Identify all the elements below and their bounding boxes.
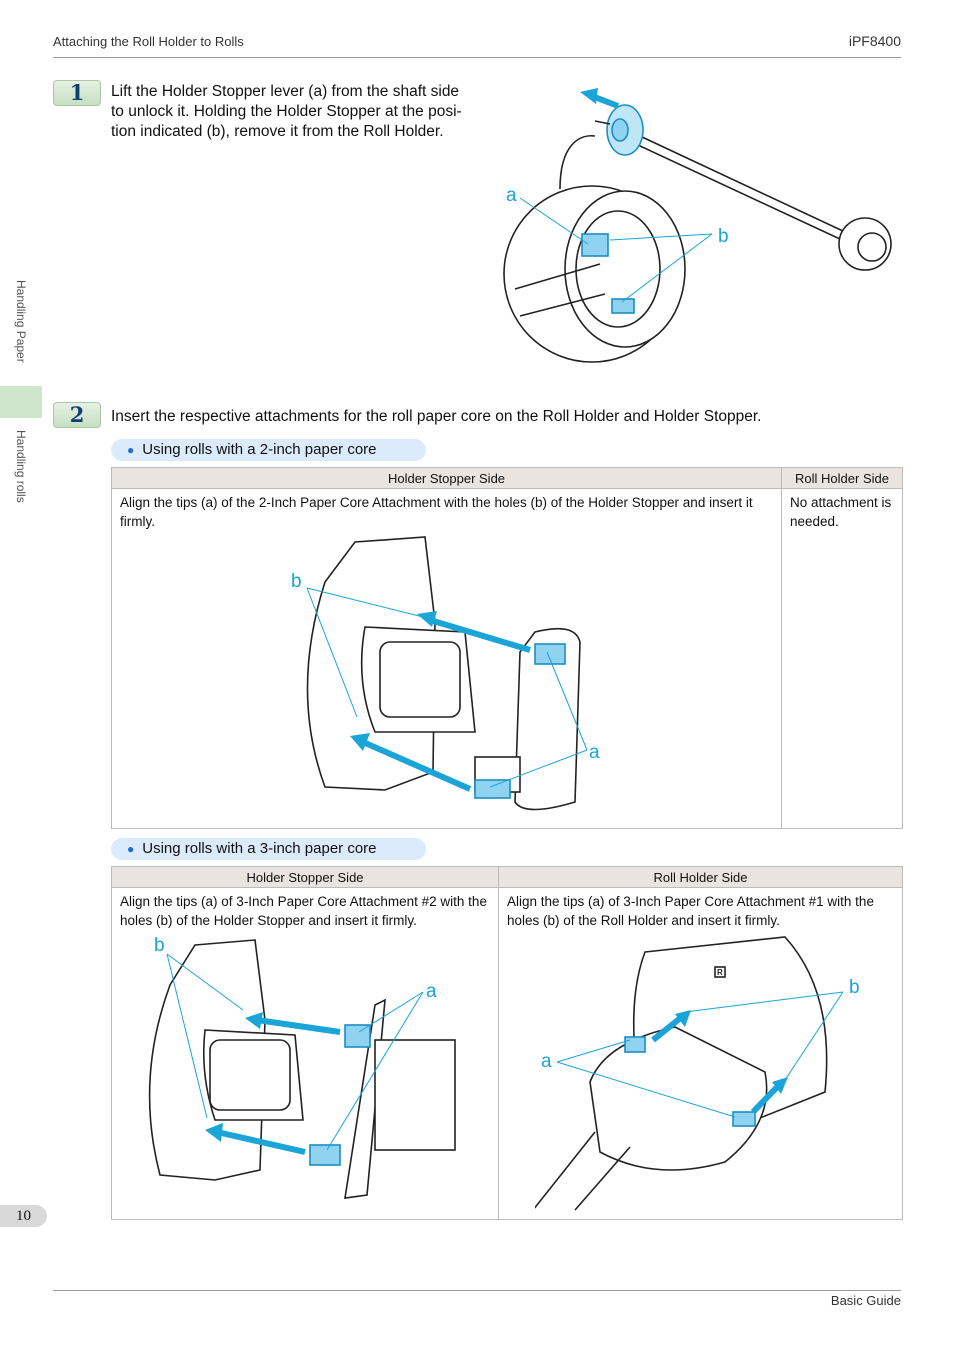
running-header-section: Attaching the Roll Holder to Rolls <box>53 34 244 49</box>
attachment-3inch-stopper-illustration: b a <box>148 935 456 1199</box>
cell-line: No attachment is <box>790 495 892 510</box>
header-divider <box>53 57 901 58</box>
cell-line: Align the tips (a) of the 2-Inch Paper C… <box>120 495 753 510</box>
cell-line: Align the tips (a) of 3-Inch Paper Core … <box>507 894 874 909</box>
table-header-roll-holder: Roll Holder Side <box>498 866 903 888</box>
step-2-badge: 2 <box>53 402 101 428</box>
fig2-label-a: a <box>589 742 600 763</box>
running-header-model: iPF8400 <box>848 33 901 49</box>
table-header-holder-stopper: Holder Stopper Side <box>111 866 499 888</box>
bullet-icon: ● <box>127 443 135 457</box>
step-1-line: to unlock it. Holding the Holder Stopper… <box>111 103 462 120</box>
table-header-roll-holder: Roll Holder Side <box>781 467 903 489</box>
table-header-holder-stopper: Holder Stopper Side <box>111 467 782 489</box>
cell-line: holes (b) of the Holder Stopper and inse… <box>120 913 417 928</box>
fig4-label-a: a <box>541 1051 552 1072</box>
fig2-label-b: b <box>291 571 302 592</box>
fig4-label-b: b <box>849 977 860 998</box>
roll-holder-removal-illustration: a b <box>503 88 892 363</box>
bullet-icon: ● <box>127 842 135 856</box>
cell-line: needed. <box>790 514 839 529</box>
section-pill-2inch: ● Using rolls with a 2-inch paper core <box>111 439 426 461</box>
cell-line: holes (b) of the Roll Holder and insert … <box>507 913 780 928</box>
step-1-line: Lift the Holder Stopper lever (a) from t… <box>111 83 460 100</box>
table-cell-holder-stopper: Align the tips (a) of the 2-Inch Paper C… <box>111 488 782 829</box>
footer-divider <box>53 1290 901 1291</box>
cell-line: firmly. <box>120 514 155 529</box>
step-1-text: Lift the Holder Stopper lever (a) from t… <box>111 82 501 142</box>
attachment-3inch-roll-holder-illustration: R b a <box>535 936 860 1211</box>
fig3-label-a: a <box>426 981 437 1002</box>
section-pill-title: Using rolls with a 3-inch paper core <box>142 840 377 857</box>
fig4-r-mark: R <box>717 968 723 977</box>
table-cell-roll-holder: No attachment is needed. <box>781 488 903 829</box>
table-2inch: Holder Stopper Side Roll Holder Side Ali… <box>111 467 903 829</box>
fig1-label-a: a <box>506 185 517 206</box>
step-1-line: tion indicated (b), remove it from the R… <box>111 123 444 140</box>
fig3-label-b: b <box>154 935 165 956</box>
fig1-label-b: b <box>718 226 729 247</box>
cell-line: Align the tips (a) of 3-Inch Paper Core … <box>120 894 487 909</box>
sidebar-active-tab-marker <box>0 386 42 418</box>
sidebar-tab-handling-paper[interactable]: Handling Paper <box>14 280 28 363</box>
section-pill-3inch: ● Using rolls with a 3-inch paper core <box>111 838 426 860</box>
section-pill-title: Using rolls with a 2-inch paper core <box>142 441 377 458</box>
footer-guide-name: Basic Guide <box>830 1293 901 1308</box>
attachment-2inch-illustration: b a <box>291 536 600 811</box>
step-2-text: Insert the respective attachments for th… <box>111 408 762 425</box>
step-1-badge: 1 <box>53 80 101 106</box>
sidebar-tab-handling-rolls[interactable]: Handling rolls <box>14 430 28 503</box>
page-number: 10 <box>0 1205 47 1227</box>
